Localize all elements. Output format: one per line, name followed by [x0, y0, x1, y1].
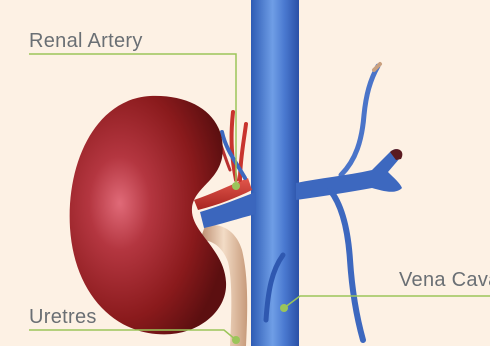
upper-right-vein — [341, 66, 378, 175]
renal-artery-marker — [232, 182, 240, 190]
uretres-marker — [232, 336, 240, 344]
vena-cava-vessel — [251, 0, 299, 346]
vena-cava-label: Vena Cava — [399, 270, 490, 290]
uretres-label: Uretres — [29, 307, 97, 327]
vena-cava-leader — [284, 296, 490, 308]
renal-artery-label: Renal Artery — [29, 31, 143, 51]
right-descending-vein — [330, 190, 363, 340]
right-renal-vein — [296, 149, 402, 200]
vena-cava-marker — [280, 304, 288, 312]
uretres-leader — [29, 330, 236, 340]
